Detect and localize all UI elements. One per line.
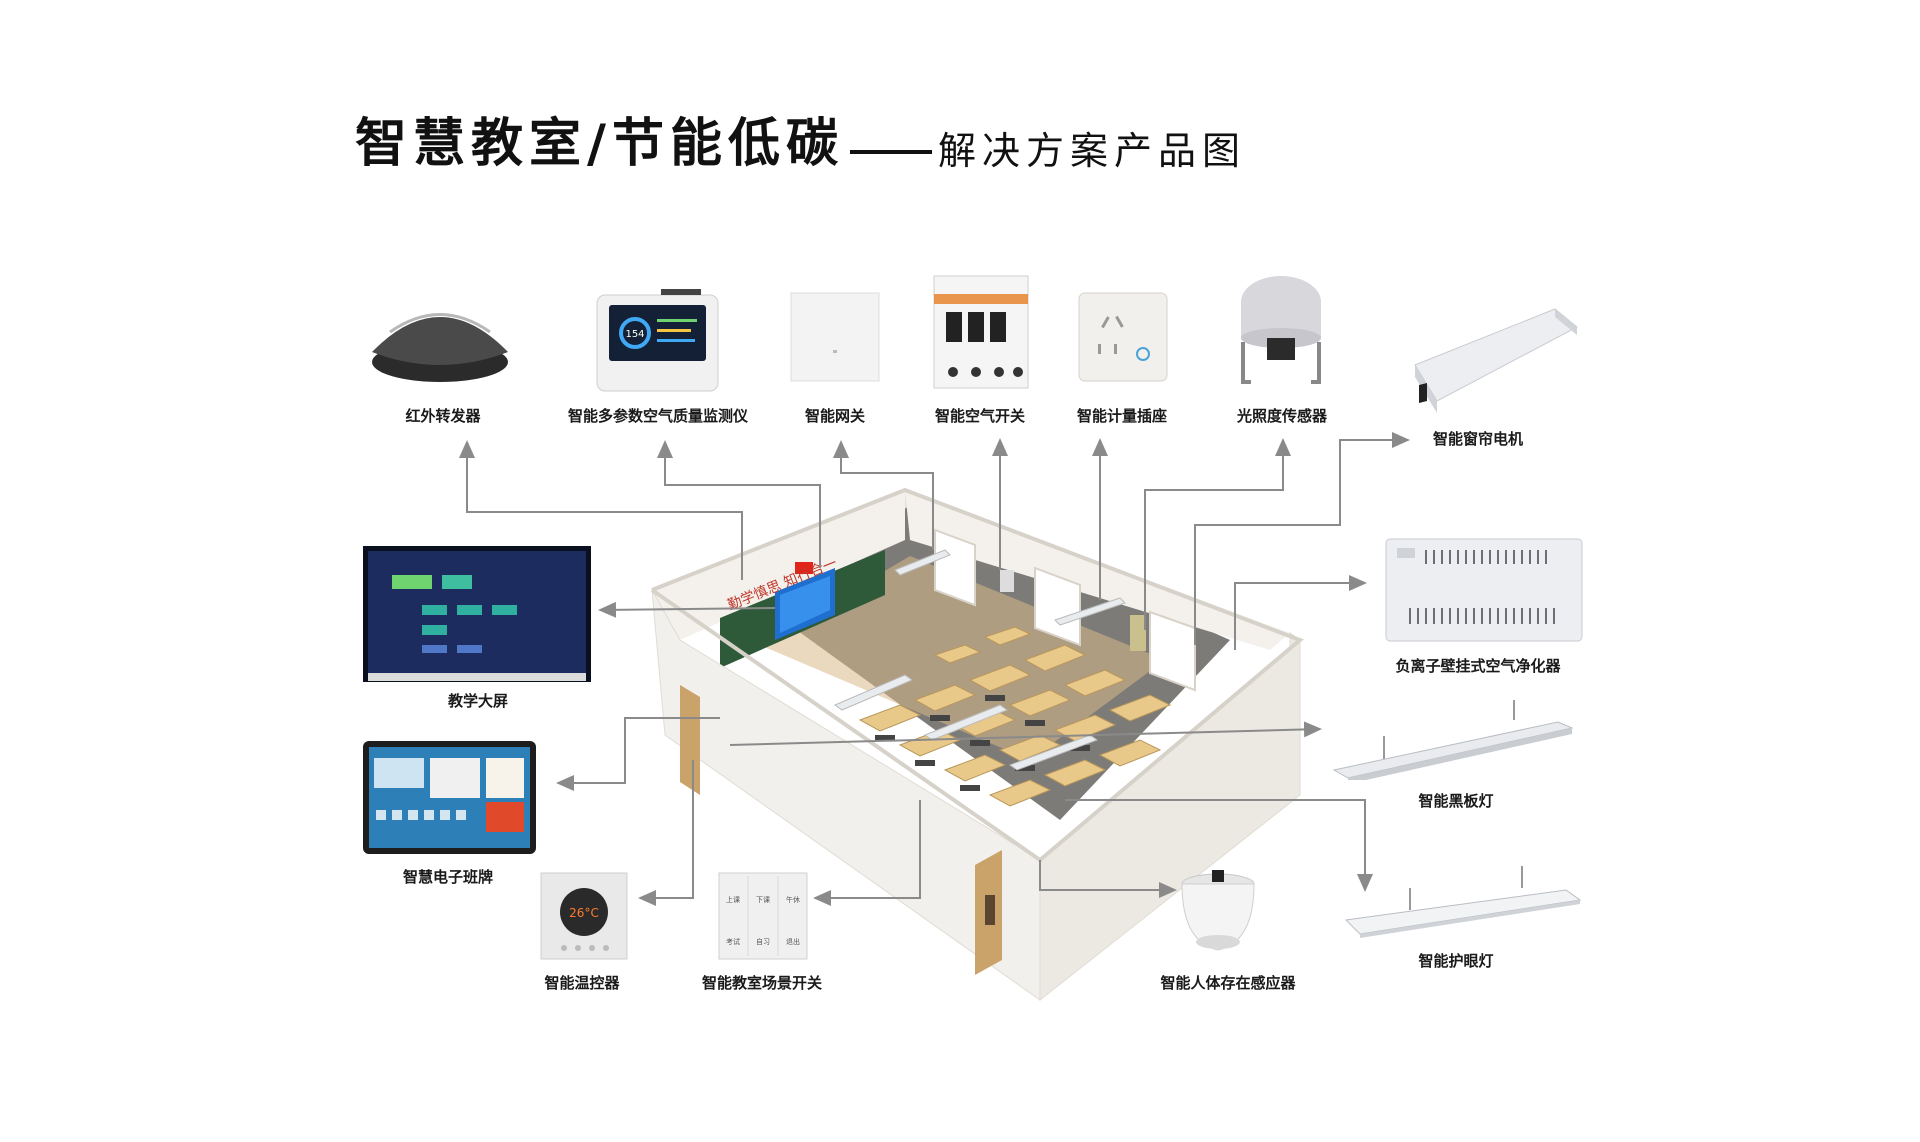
label-blackboard-light: 智能黑板灯	[1418, 792, 1494, 810]
wall-panel-2	[1130, 615, 1146, 651]
line-presence	[1039, 860, 1177, 898]
air-monitor-value: 154	[625, 329, 644, 340]
blackboard-light-image	[1332, 700, 1574, 780]
line-eye	[1065, 799, 1373, 892]
label-air-monitor: 智能多参数空气质量监测仪	[567, 407, 749, 425]
line-ir	[459, 440, 743, 580]
metering-socket-image	[1078, 292, 1168, 382]
light-sensor-image	[1241, 276, 1321, 384]
label-air-purifier: 负离子壁挂式空气净化器	[1395, 657, 1561, 675]
thermostat-value: 26°C	[569, 906, 599, 920]
line-purifier	[1234, 575, 1367, 650]
wall-panel-1	[1000, 570, 1014, 592]
line-gateway	[833, 440, 934, 550]
line-scene	[813, 800, 921, 906]
gateway-image	[790, 292, 880, 382]
label-ir-transmitter: 红外转发器	[405, 407, 481, 425]
air-monitor-image: 154	[596, 289, 719, 392]
scene-btn-2: 下课	[756, 895, 770, 904]
class-board-image	[363, 741, 536, 854]
air-purifier-image	[1385, 538, 1583, 642]
thermostat-image: 26°C	[540, 872, 628, 960]
scene-btn-3: 午休	[786, 895, 800, 904]
label-scene-switch: 智能教室场景开关	[701, 974, 823, 992]
line-monitor	[657, 440, 821, 568]
scene-btn-5: 自习	[756, 937, 770, 946]
eye-light-image	[1344, 866, 1582, 938]
line-light	[1144, 438, 1291, 630]
line-blackboard	[729, 721, 1322, 746]
desks	[858, 626, 1172, 807]
label-gateway: 智能网关	[804, 407, 866, 425]
scene-btn-4: 考试	[726, 937, 740, 946]
curtain-motor-image	[1414, 308, 1578, 413]
label-air-switch: 智能空气开关	[934, 407, 1026, 425]
label-thermostat: 智能温控器	[544, 974, 620, 992]
teaching-screen-image	[363, 546, 591, 682]
right-back-wall	[905, 490, 1290, 650]
label-metering-socket: 智能计量插座	[1076, 407, 1168, 425]
page-title: 智慧教室/节能低碳 解决方案产品图	[355, 118, 1246, 170]
chairs	[875, 695, 1090, 791]
title-sub: 解决方案产品图	[938, 129, 1247, 173]
windows	[934, 528, 1196, 692]
line-classboard	[556, 717, 720, 791]
ceiling-lights	[833, 549, 1126, 771]
ir-transmitter-image	[372, 313, 508, 382]
presence-sensor-image	[1181, 870, 1255, 951]
scene-switch-image: 上课 下课 午休 考试 自习 退出	[718, 872, 808, 960]
label-teaching-screen: 教学大屏	[447, 692, 509, 710]
title-dash	[850, 150, 932, 154]
line-screen	[598, 601, 776, 618]
label-eye-light: 智能护眼灯	[1418, 952, 1494, 970]
label-light-sensor: 光照度传感器	[1236, 407, 1328, 425]
line-thermostat	[638, 760, 694, 906]
line-curtain	[1194, 432, 1410, 645]
label-curtain-motor: 智能窗帘电机	[1432, 430, 1524, 448]
label-presence-sensor: 智能人体存在感应器	[1160, 974, 1296, 992]
air-switch-image	[933, 275, 1029, 389]
scene-btn-6: 退出	[786, 937, 800, 946]
flag	[795, 562, 813, 574]
label-class-board: 智慧电子班牌	[402, 868, 494, 886]
scene-btn-1: 上课	[726, 895, 740, 904]
title-main: 智慧教室/节能低碳	[355, 114, 844, 174]
door-left	[680, 685, 700, 795]
